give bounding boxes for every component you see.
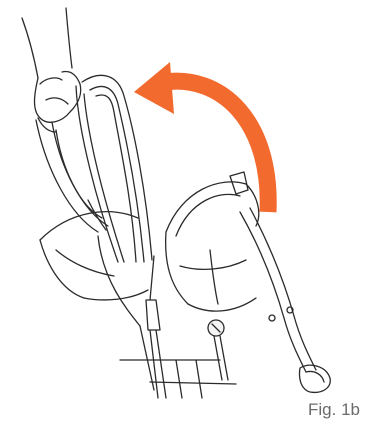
handlebar <box>76 75 152 262</box>
front-seat <box>166 172 259 311</box>
fold-hinge <box>208 320 228 380</box>
canopy-frame <box>36 120 108 232</box>
figure-caption: Fig. 1b <box>308 400 360 420</box>
front-frame <box>240 208 316 372</box>
rear-frame <box>140 256 166 398</box>
base-struts <box>120 360 236 398</box>
stroller-fold-illustration <box>0 0 384 400</box>
hand <box>38 72 81 133</box>
